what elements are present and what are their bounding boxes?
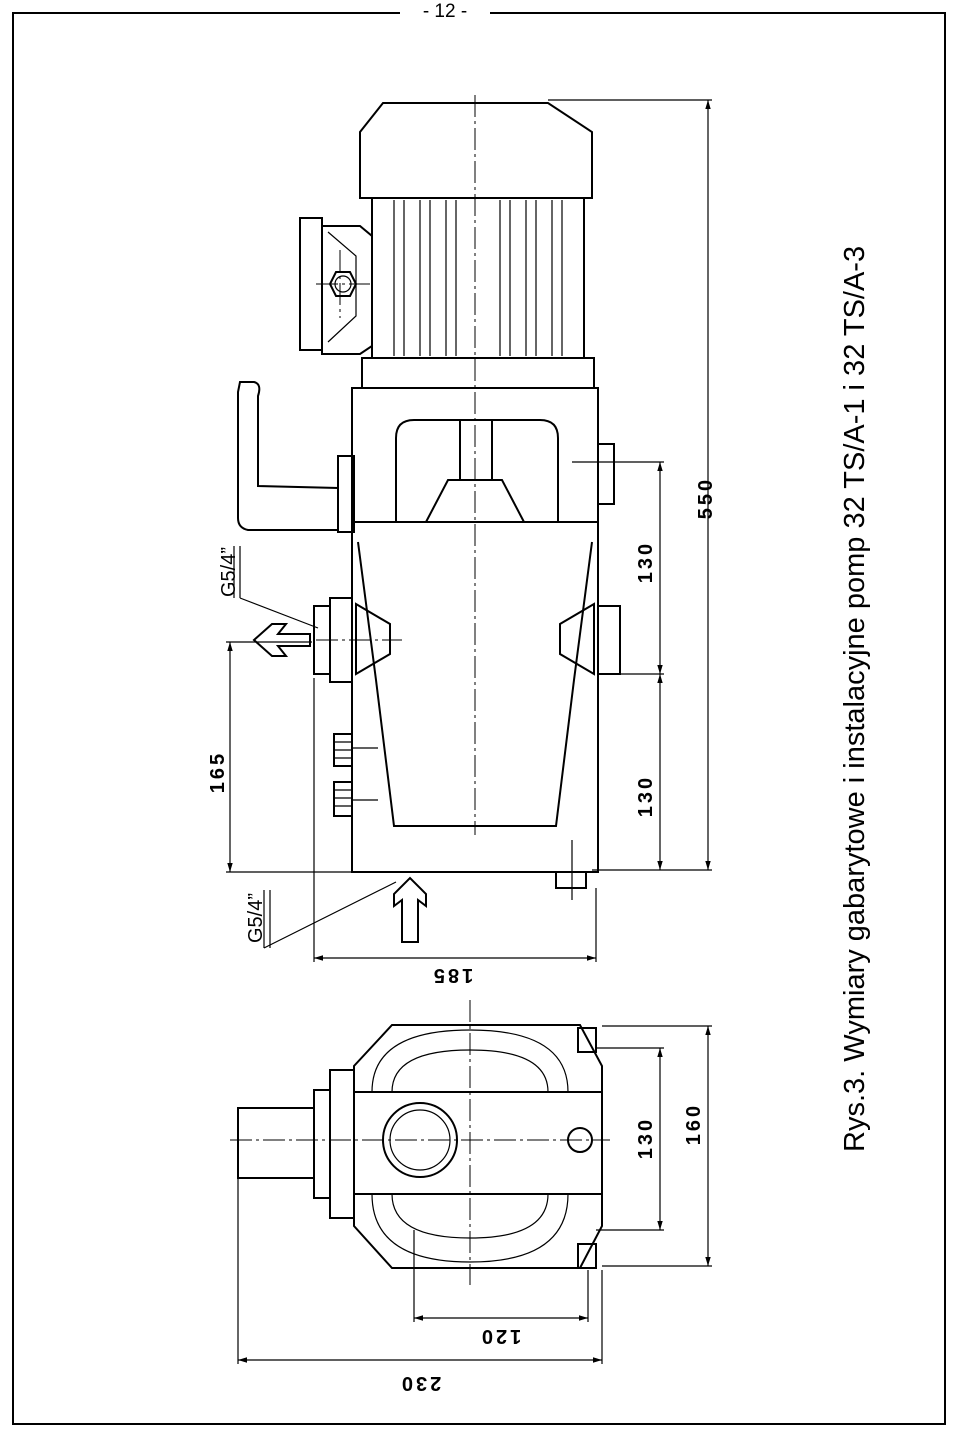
lantern-window bbox=[395, 419, 559, 522]
discharge-nozzle-left bbox=[355, 602, 391, 676]
discharge-pipe bbox=[237, 1107, 315, 1179]
thread-label-inlet: G5/4” bbox=[245, 893, 267, 943]
dim-label-185: 185 bbox=[431, 964, 473, 986]
end-flange bbox=[313, 1089, 331, 1199]
side-view-dimensions bbox=[226, 99, 712, 962]
dim-label-160: 160 bbox=[683, 1103, 705, 1145]
motor-fan-cover bbox=[359, 102, 593, 199]
dim-label-130-lower: 130 bbox=[635, 775, 657, 817]
end-flange-outer bbox=[329, 1069, 355, 1219]
outlet-flow-arrow bbox=[252, 623, 311, 657]
thread-label-outlet: G5/4” bbox=[218, 547, 240, 597]
lifting-handle bbox=[237, 381, 339, 531]
end-foot-upper bbox=[577, 1027, 597, 1053]
dim-label-130-end: 130 bbox=[635, 1117, 657, 1159]
dim-label-130-upper: 130 bbox=[635, 541, 657, 583]
volute-arc-lower bbox=[371, 1193, 569, 1263]
inlet-flow-arrow bbox=[393, 876, 427, 943]
discharge-nozzle-right bbox=[559, 602, 595, 676]
dim-label-120: 120 bbox=[479, 1325, 521, 1347]
dim-label-165: 165 bbox=[207, 751, 229, 793]
pump-side-view bbox=[237, 95, 621, 943]
end-foot-lower bbox=[577, 1243, 597, 1269]
outlet-flange-right bbox=[597, 605, 621, 675]
motor-cooling-fins bbox=[393, 200, 563, 356]
pump-end-view bbox=[230, 1000, 610, 1285]
base-foot bbox=[555, 871, 587, 889]
volute-arc-upper bbox=[371, 1029, 569, 1093]
terminal-box bbox=[299, 217, 373, 355]
side-lug-right bbox=[597, 443, 615, 505]
figure-caption: Rys.3. Wymiary gabarytowe i instalacyjne… bbox=[839, 246, 871, 1152]
end-view-dimensions bbox=[237, 1025, 712, 1364]
drain-plug-lower bbox=[333, 781, 353, 817]
end-view-flange-plate bbox=[353, 1091, 603, 1195]
page-number: - 12 - bbox=[400, 0, 490, 24]
dim-label-550: 550 bbox=[695, 477, 717, 519]
dim-label-230: 230 bbox=[399, 1372, 441, 1394]
motor-flange bbox=[361, 357, 595, 389]
pump-casing bbox=[351, 521, 599, 873]
